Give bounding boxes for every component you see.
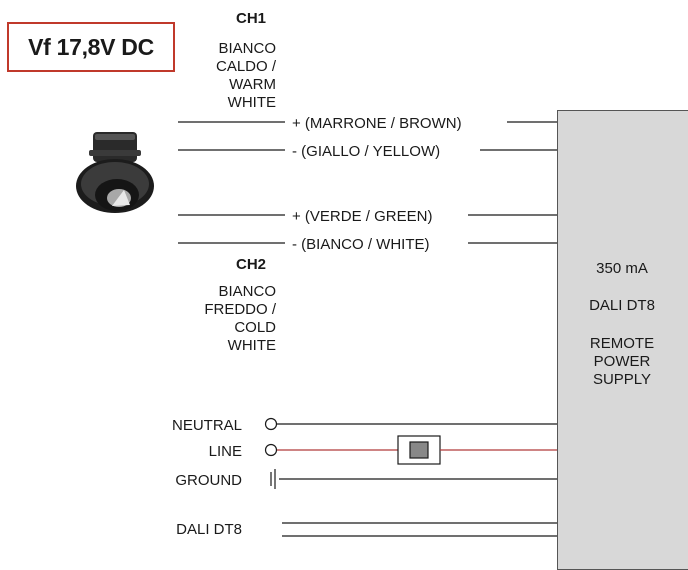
ch1-desc-line: CALDO / <box>215 58 276 75</box>
psu-desc-line: POWER <box>593 353 651 370</box>
led-spotlight-icon <box>76 132 154 213</box>
neutral-terminal-icon <box>264 417 278 431</box>
wire-label: + (MARRONE / BROWN) <box>292 115 462 132</box>
ch1-desc-line: WARM <box>229 76 276 93</box>
switch-icon <box>397 435 441 465</box>
ch2-desc-line: BIANCO <box>218 283 276 300</box>
forward-voltage-badge: Vf 17,8V DC <box>7 22 175 72</box>
ch2-desc-line: WHITE <box>227 337 276 354</box>
ch2-title: CH2 <box>236 256 267 273</box>
ch1-desc-line: WHITE <box>227 94 276 111</box>
wire-label: - (GIALLO / YELLOW) <box>292 143 440 160</box>
ground-symbol-icon <box>270 469 276 489</box>
ch2-desc-line: COLD <box>234 319 276 336</box>
ground-label: GROUND <box>175 472 242 489</box>
ch2-description: BIANCO FREDDO / COLD WHITE <box>150 283 276 355</box>
wire-label: + (VERDE / GREEN) <box>292 208 432 225</box>
psu-protocol: DALI DT8 <box>589 297 655 314</box>
wiring-diagram: + (MARRONE / BROWN) - (GIALLO / YELLOW) … <box>76 115 557 538</box>
dali-label: DALI DT8 <box>176 521 242 538</box>
psu-desc-line: SUPPLY <box>592 371 652 388</box>
line-label: LINE <box>209 443 242 460</box>
psu-desc-line: REMOTE <box>589 335 655 352</box>
neutral-label: NEUTRAL <box>172 417 242 434</box>
wire-label: - (BIANCO / WHITE) <box>292 236 430 253</box>
psu-description: REMOTE POWER SUPPLY <box>557 335 687 389</box>
psu-current: 350 mA <box>596 260 648 277</box>
ch1-description: BIANCO CALDO / WARM WHITE <box>150 40 276 112</box>
ch1-title: CH1 <box>236 10 267 27</box>
line-terminal-icon <box>264 443 278 457</box>
ch1-desc-line: BIANCO <box>218 40 276 57</box>
ch2-desc-line: FREDDO / <box>204 301 276 318</box>
